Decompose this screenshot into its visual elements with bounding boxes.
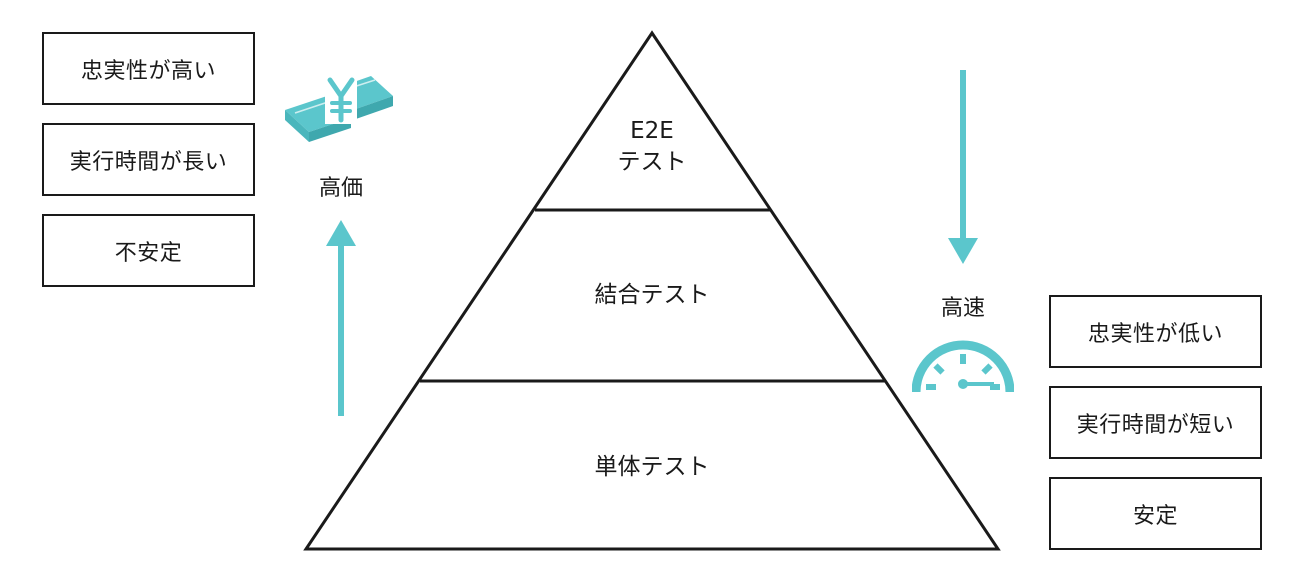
speed-caption: 高速 bbox=[940, 296, 986, 321]
tier-label-line: 結合テスト bbox=[594, 282, 710, 308]
attribute-box-high-fidelity: 忠実性が高い bbox=[42, 32, 255, 105]
speedometer-icon bbox=[912, 340, 1014, 393]
attribute-label: 実行時間が長い bbox=[69, 149, 228, 175]
cost-caption: 高価 bbox=[318, 176, 364, 201]
pyramid-tier-unit: 単体テスト bbox=[595, 452, 710, 483]
attribute-box-low-fidelity: 忠実性が低い bbox=[1049, 295, 1262, 368]
tier-label-line: テスト bbox=[617, 149, 687, 175]
up-arrow bbox=[326, 220, 356, 416]
attribute-box-stable: 安定 bbox=[1049, 477, 1262, 550]
pyramid-outline bbox=[303, 30, 1001, 551]
attribute-box-short-runtime: 実行時間が短い bbox=[1049, 386, 1262, 459]
attribute-label: 忠実性が高い bbox=[80, 58, 216, 84]
tier-label-line: E2E bbox=[630, 118, 674, 144]
down-arrow bbox=[948, 70, 978, 264]
attribute-box-long-runtime: 実行時間が長い bbox=[42, 123, 255, 196]
attribute-label: 安定 bbox=[1132, 503, 1178, 529]
pyramid-tier-integration: 結合テスト bbox=[595, 280, 710, 311]
attribute-label: 不安定 bbox=[114, 240, 183, 266]
attribute-box-unstable: 不安定 bbox=[42, 214, 255, 287]
attribute-label: 実行時間が短い bbox=[1076, 412, 1235, 438]
pyramid-tier-e2e: E2E テスト bbox=[618, 116, 687, 178]
attribute-label: 忠実性が低い bbox=[1087, 321, 1223, 347]
yen-money-stack-icon bbox=[285, 74, 393, 142]
tier-label-line: 単体テスト bbox=[594, 454, 710, 480]
